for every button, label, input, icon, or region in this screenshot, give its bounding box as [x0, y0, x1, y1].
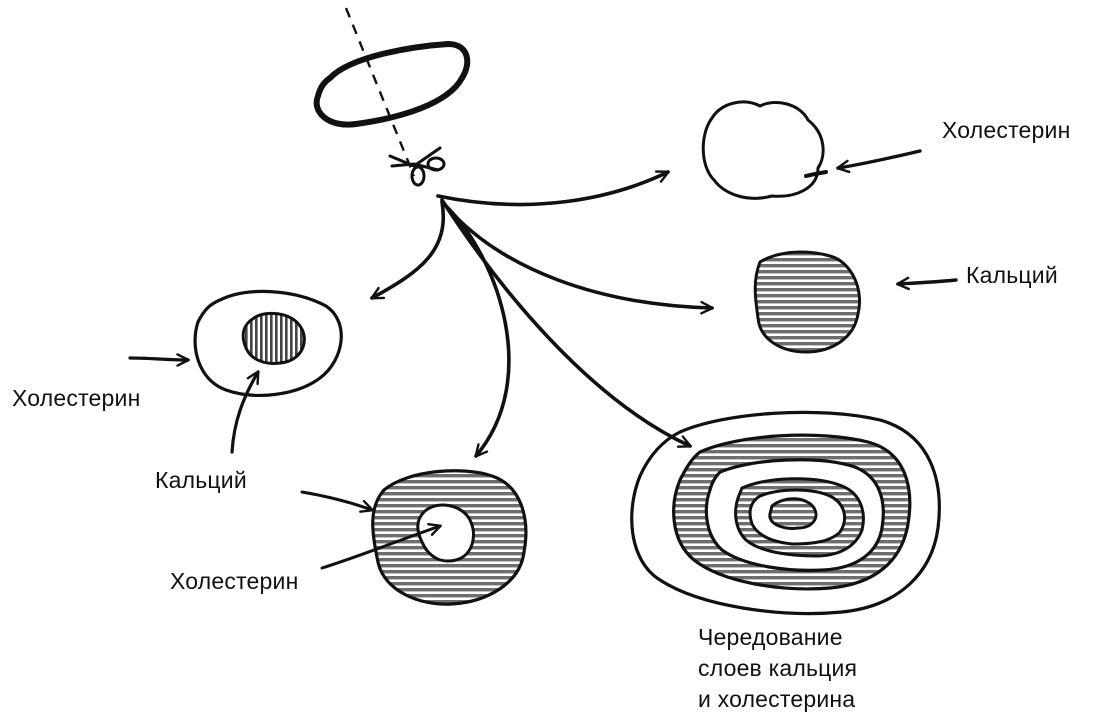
label-cholesterol-left: Холестерин [12, 383, 141, 414]
label-cholesterol-right: Холестерин [942, 115, 1071, 146]
calcium-only-cross-section [755, 252, 859, 352]
cholesterol-right-pointer [838, 151, 920, 168]
calcium-bottom-pointer [302, 492, 372, 510]
label-calcium-right: Кальций [966, 260, 1058, 291]
scissors-icon [390, 148, 444, 185]
label-alternating-line-3: и холестерина [698, 684, 938, 715]
branch-arrows [372, 172, 712, 456]
vessel-section [317, 44, 468, 125]
label-cholesterol-bottom: Холестерин [170, 566, 299, 597]
calcium-with-cholesterol-core [373, 471, 526, 604]
cholesterol-only-cross-section [703, 102, 826, 198]
calcium-right-pointer [898, 280, 956, 284]
cholesterol-with-calcium-core [195, 291, 341, 395]
cut-line [346, 8, 414, 176]
label-alternating-line-1: Чередование [698, 622, 938, 653]
label-calcium-left: Кальций [155, 465, 247, 496]
cholesterol-left-pointer [130, 358, 188, 360]
alternating-layers-cross-section [632, 412, 940, 613]
calcium-left-pointer [232, 372, 258, 452]
label-alternating-line-2: слоев кальция [698, 653, 938, 684]
label-alternating-layers: Чередование слоев кальция и холестерина [698, 622, 938, 715]
